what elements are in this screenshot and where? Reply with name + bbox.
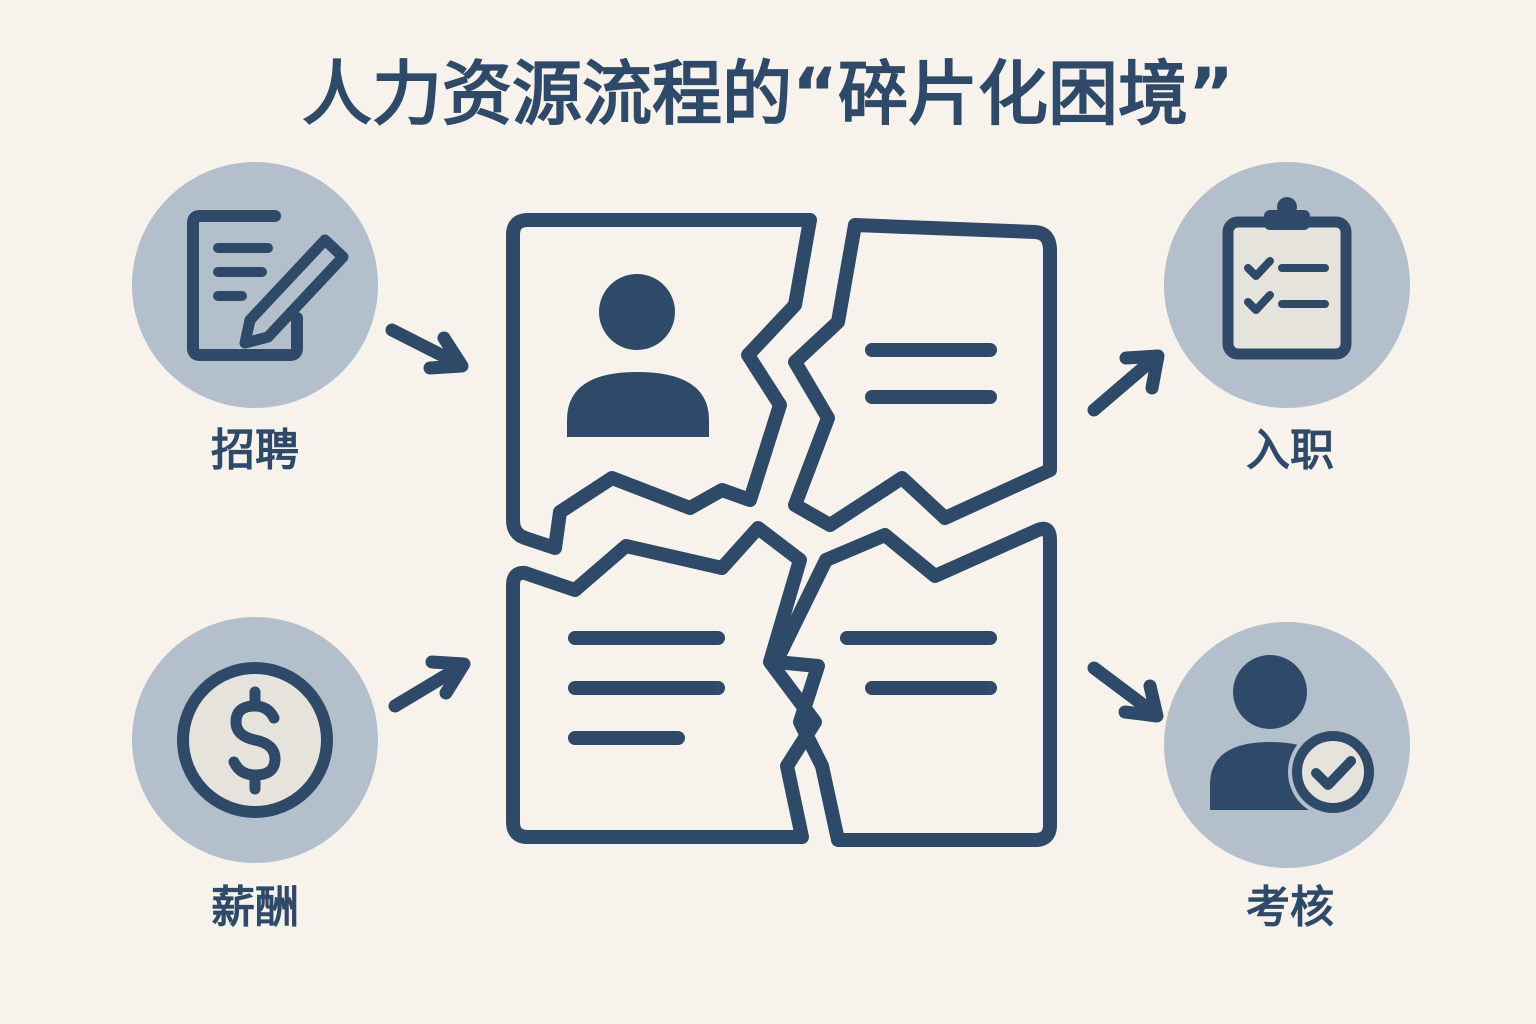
node-label: 考核 <box>1246 882 1334 933</box>
arrow-center-to-evaluation <box>1087 661 1164 723</box>
dollar-icon <box>177 662 333 818</box>
page-title: 人力资源流程的“碎片化困境” <box>302 53 1234 135</box>
node-onboarding: 入职 <box>1164 162 1410 476</box>
node-evaluation: 考核 <box>1164 622 1410 933</box>
node-label: 入职 <box>1246 425 1334 476</box>
arrow-recruitment-to-center <box>385 323 469 375</box>
person-check-icon <box>1210 655 1378 817</box>
fragment-top-left <box>506 213 817 555</box>
node-label: 招聘 <box>211 425 299 476</box>
fragment-bottom-right <box>769 521 1057 847</box>
fragmented-document-icon <box>506 213 1057 847</box>
arrow-center-to-onboarding <box>1087 349 1165 417</box>
fragment-top-right <box>788 218 1057 532</box>
node-label: 薪酬 <box>211 882 299 933</box>
clipboard-checklist-icon <box>1222 197 1352 360</box>
node-compensation: 薪酬 <box>132 617 378 933</box>
fragment-bottom-left <box>506 521 822 844</box>
node-recruitment: 招聘 <box>132 162 378 476</box>
arrow-compensation-to-center <box>388 655 471 713</box>
document-pencil-icon <box>187 210 349 361</box>
